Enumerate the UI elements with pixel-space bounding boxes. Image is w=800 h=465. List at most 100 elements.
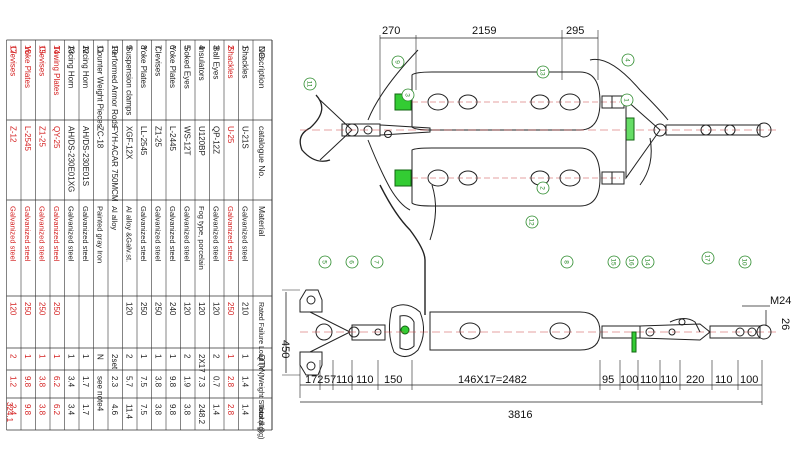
cell-qty: 1 (154, 354, 163, 359)
dim-3816: 3816 (508, 409, 532, 421)
cell-qty: 2set (110, 354, 119, 370)
cell-unit-weight: 1.9 (183, 376, 192, 388)
cell-description: Soked Eyes (183, 46, 192, 89)
balloon-label: 10 (741, 258, 748, 266)
balloon-circle (620, 93, 634, 107)
cell-unit-weight: 1.2 (9, 376, 18, 388)
balloon-label: 17 (704, 254, 711, 262)
col-header-no: NO. (257, 46, 267, 61)
cell-description: Yoke Plates (168, 46, 177, 88)
cell-load: 120 (183, 302, 192, 316)
row-no: 11 (96, 45, 105, 54)
cell-catalogue: Z1-25 (154, 126, 163, 147)
dim-insulators: 146X17=2482 (458, 374, 527, 386)
cell-unit-weight: 2.8 (226, 376, 235, 388)
balloon-label: 6 (348, 260, 355, 264)
cell-catalogue: AH/DS-230E01S (81, 126, 90, 186)
cell-qty: 1 (241, 354, 250, 359)
balloon-circle (621, 53, 635, 67)
cell-total: 2.8 (226, 404, 235, 416)
balloon-label: 4 (624, 58, 631, 62)
cell-total: 3.8 (154, 404, 163, 416)
cell-description: Shackles (241, 46, 250, 78)
cell-load: 250 (226, 302, 235, 316)
balloon-circle (303, 77, 317, 91)
counterweight-connector (379, 184, 436, 315)
dim-110-e: 110 (715, 374, 733, 386)
dim-110-d: 110 (660, 374, 678, 386)
balloon-label: 11 (306, 81, 313, 88)
balloon-label: 3 (404, 93, 411, 97)
cell-material: Galvanized steel (168, 206, 177, 262)
cell-material: Galvanized steel (67, 206, 76, 262)
balloon-label: 8 (563, 260, 570, 264)
col-header-catalogue: catalogue No. (257, 126, 267, 178)
cell-material: Galvanized steel (81, 206, 90, 262)
cell-catalogue: XGF-12X (125, 126, 134, 160)
cell-total: 6.2 (52, 404, 61, 416)
cell-unit-weight: 9.8 (23, 376, 32, 388)
balloon-circle (370, 255, 384, 269)
cell-qty: 1 (139, 354, 148, 359)
dim-110-b: 110 (356, 374, 374, 386)
cell-total: 3.4 (67, 404, 76, 416)
balloon-label: 16 (628, 258, 635, 266)
dim-100-a: 100 (620, 374, 638, 386)
col-header-unit-weight: Weight Subtotal (kg) (257, 376, 264, 439)
cell-description: Ball Eyes (212, 46, 221, 79)
balloon-label: 12 (528, 218, 535, 226)
col-header-description: Description (257, 46, 267, 89)
dim-295: 295 (566, 25, 584, 37)
dim-100-b: 100 (740, 374, 758, 386)
cell-load: 120 (125, 302, 134, 316)
cell-material: Al alloy &Galv.st. (125, 206, 134, 262)
cell-unit-weight: 3.8 (38, 376, 47, 388)
cell-material: Galvanized steel (23, 206, 32, 262)
cell-description: Clevises (9, 46, 18, 76)
cell-material: Fog type, porcelain (197, 206, 206, 270)
cell-unit-weight: 7.5 (139, 376, 148, 388)
cell-total: 7.5 (139, 404, 148, 416)
cell-unit-weight: see note4 (96, 376, 105, 412)
balloon-circle (536, 65, 550, 79)
balloon-circle (625, 255, 639, 269)
cell-material: Galvanized steel (226, 206, 235, 262)
balloon-circle (318, 255, 332, 269)
cell-qty: 1 (81, 354, 90, 359)
balloon-circle (738, 255, 752, 269)
balloon-circle (345, 255, 359, 269)
cell-unit-weight: 1.7 (81, 376, 90, 388)
cell-description: Performed Armor Rods (110, 46, 119, 128)
col-header-total: Total (kg) (257, 404, 264, 433)
cell-material: Al alloy (110, 206, 119, 230)
cell-catalogue: U120BP (197, 126, 206, 156)
extension-lines (282, 30, 763, 405)
cell-load: 240 (168, 302, 177, 316)
cell-total: 4.6 (110, 404, 119, 416)
dim-110-c: 110 (640, 374, 658, 386)
balloon-label: 5 (321, 260, 328, 264)
dim-270: 270 (382, 25, 400, 37)
cell-qty: 1 (52, 354, 61, 359)
balloon-label: 15 (610, 258, 617, 266)
row-no: 17 (9, 45, 18, 54)
row-no: 6 (168, 45, 177, 50)
row-no: 15 (38, 45, 47, 54)
cell-material: Galvanized steel (38, 206, 47, 262)
balloon-circle (401, 88, 415, 102)
row-no: 9 (125, 45, 134, 50)
cell-description: Shackles (226, 46, 235, 78)
balloon-circle (391, 55, 405, 69)
balloon-label: 14 (644, 258, 651, 266)
row-no: 13 (67, 45, 76, 54)
balloon-circle (525, 215, 539, 229)
cell-catalogue: LL-2545 (139, 126, 148, 156)
cell-load: 120 (212, 302, 221, 316)
cell-material: Galvanized steel (139, 206, 148, 262)
cell-description: Counter Weight Pieces (96, 46, 105, 128)
cell-qty: 2 (125, 354, 134, 359)
cell-qty: 2X17 (197, 354, 206, 373)
cell-description: Clevises (38, 46, 47, 76)
